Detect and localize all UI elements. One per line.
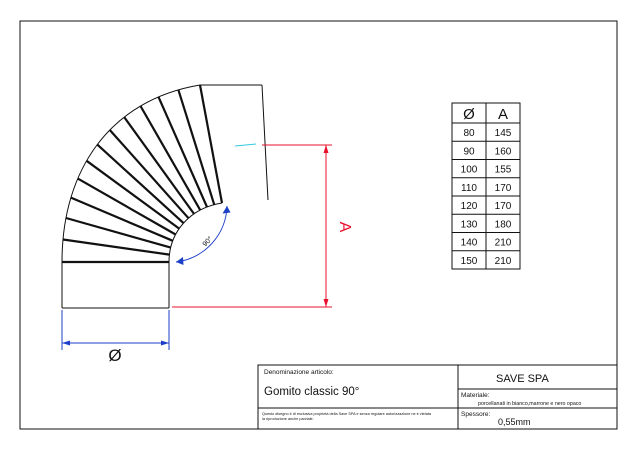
angle-label: 90° bbox=[201, 235, 214, 248]
disclaimer-line-1: Questo disegno è di esclusiva proprietà … bbox=[262, 412, 432, 416]
elbow-pleat bbox=[108, 129, 190, 219]
disclaimer-line-2: la riproduzione anche parziale. bbox=[262, 417, 314, 421]
elbow-pleat bbox=[65, 216, 171, 249]
elbow-pleat bbox=[85, 159, 180, 230]
elbow-pleat bbox=[123, 116, 195, 215]
material-value: porcellanati in bianco,marrone e nero op… bbox=[478, 401, 581, 407]
table-cell-diameter: 150 bbox=[461, 256, 478, 267]
elbow-pleat bbox=[198, 84, 224, 204]
elbow-pleat bbox=[96, 143, 185, 224]
elbow-pleat bbox=[139, 105, 202, 211]
elbow-pleat bbox=[177, 89, 216, 205]
article-name: Gomito classic 90° bbox=[264, 386, 359, 398]
elbow-collar-wall bbox=[261, 84, 269, 201]
table-cell-diameter: 110 bbox=[461, 183, 477, 194]
company-name: SAVE SPA bbox=[496, 373, 549, 385]
table-rows: 80 145 90 160 100 155 110 170 120 170 130 180 140 210… bbox=[452, 122, 520, 267]
elbow-pleat bbox=[70, 196, 174, 242]
elbow-pleat bbox=[62, 238, 170, 256]
spec-table: Ø A 80 145 90 160 100 155 110 170 120 170 130 180 14… bbox=[451, 102, 521, 270]
table-cell-a: 155 bbox=[495, 165, 512, 176]
table-cell-a: 145 bbox=[495, 128, 512, 139]
thickness-label: Spessore: bbox=[461, 411, 490, 418]
table-cell-a: 170 bbox=[495, 183, 512, 194]
table-header-a: A bbox=[498, 106, 508, 123]
table-cell-a: 210 bbox=[495, 238, 512, 249]
diameter-dimension: Ø bbox=[61, 310, 170, 365]
title-block: Denominazione articolo: Gomito classic 9… bbox=[257, 364, 618, 430]
table-cell-diameter: 100 bbox=[461, 165, 478, 176]
elbow-pleat bbox=[157, 96, 209, 208]
material-label: Materiale: bbox=[461, 392, 490, 399]
elbow-pleat bbox=[77, 177, 177, 236]
diameter-label: Ø bbox=[108, 346, 121, 365]
denomination-label: Denominazione articolo: bbox=[264, 369, 334, 376]
table-cell-diameter: 80 bbox=[463, 128, 475, 139]
drawing-frame bbox=[19, 20, 618, 430]
table-header-diameter: Ø bbox=[463, 106, 475, 123]
center-mark bbox=[234, 143, 257, 147]
table-cell-diameter: 90 bbox=[463, 146, 475, 157]
table-cell-a: 160 bbox=[495, 146, 512, 157]
height-dimension: A bbox=[172, 144, 353, 308]
elbow-drawing bbox=[61, 84, 269, 309]
height-label: A bbox=[336, 222, 353, 233]
table-cell-a: 210 bbox=[495, 256, 512, 267]
elbow-inner-curve bbox=[168, 202, 223, 263]
table-cell-a: 170 bbox=[495, 201, 512, 212]
table-cell-diameter: 130 bbox=[461, 219, 478, 230]
thickness-value: 0,55mm bbox=[498, 417, 531, 427]
table-cell-diameter: 120 bbox=[461, 201, 478, 212]
table-cell-a: 180 bbox=[495, 219, 512, 230]
table-cell-diameter: 140 bbox=[461, 238, 478, 249]
